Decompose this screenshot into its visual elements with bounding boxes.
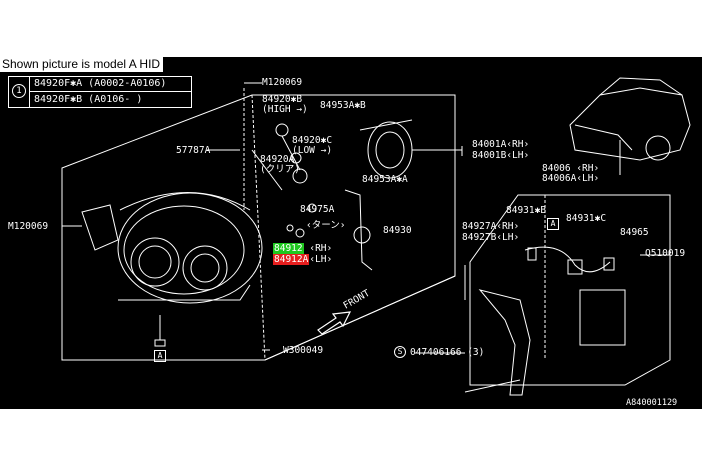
label-84912-rh-code: 84912 — [273, 243, 304, 254]
label-84953a-a: 84953A✱A — [362, 174, 408, 185]
label-84001a: 84001A‹RH› — [472, 139, 530, 150]
bulb-high — [275, 123, 289, 137]
label-w300049: W300049 — [283, 345, 324, 356]
label-84920a: 84920A — [260, 154, 295, 165]
label-84927a: 84927A‹RH› — [462, 221, 520, 232]
label-84006: 84006 ‹RH› — [542, 163, 600, 174]
bulb-cover — [367, 121, 413, 179]
label-84001b: 84001B‹LH› — [472, 150, 530, 161]
label-84920b-note: (HIGH →) — [262, 104, 308, 115]
label-84975a: 84975A — [300, 204, 335, 215]
screw-symbol-s: S — [394, 346, 406, 358]
label-84912-rh-side: ‹RH› — [309, 243, 333, 254]
diagram-canvas — [0, 57, 702, 409]
mount-plate — [478, 289, 531, 396]
mount-bracket — [81, 204, 119, 251]
reference-a-right: A — [547, 218, 559, 230]
label-57787a: 57787A — [176, 145, 211, 156]
label-84953a-b: 84953A✱B — [320, 100, 366, 111]
label-q510019: Q510019 — [645, 248, 686, 259]
variant-index-cell: 1 — [9, 77, 30, 107]
label-m120069-left: M120069 — [8, 221, 49, 232]
label-047406166: 047406166 (3) — [410, 347, 485, 358]
variant-row-2: 84920F✱B (A0106- ) — [34, 94, 143, 105]
drawing-number: A840001129 — [626, 398, 678, 408]
label-84920b: 84920✱B — [262, 94, 303, 105]
label-84931c: 84931✱C — [566, 213, 607, 224]
label-84927b: 84927B‹LH› — [462, 232, 520, 243]
variant-table: 1 84920F✱A (A0002-A0106) 84920F✱B (A0106… — [8, 76, 192, 108]
variant-row-1: 84920F✱A (A0002-A0106) — [30, 77, 191, 92]
label-84965: 84965 — [620, 227, 649, 238]
leveling-rod — [344, 189, 373, 271]
diagram-linework — [61, 77, 691, 396]
label-84931b: 84931✱B — [506, 205, 547, 216]
reference-a-left: A — [154, 350, 166, 362]
label-84920a-note: (クリア) — [260, 164, 300, 175]
label-84912-rh: 84912 ‹RH› — [273, 243, 333, 254]
label-84912a-lh: 84912A‹LH› — [273, 254, 333, 265]
label-84920c-note: (LOW →) — [292, 145, 333, 156]
label-84920c: 84920✱C — [292, 135, 333, 146]
vehicle-silhouette — [569, 87, 691, 161]
label-84912a-lh-side: ‹LH› — [309, 254, 333, 265]
label-84006a: 84006A‹LH› — [542, 173, 600, 184]
label-turn-note: ‹ターン› — [306, 220, 346, 231]
front-arrow — [317, 311, 352, 335]
variant-index: 1 — [12, 84, 26, 98]
label-84930: 84930 — [383, 225, 412, 236]
label-84912a-lh-code: 84912A — [273, 254, 310, 265]
ballast-assembly-outline — [469, 194, 671, 386]
label-m120069-top: M120069 — [262, 77, 303, 88]
ballast-unit — [579, 289, 626, 346]
headlamp-housing — [117, 192, 263, 304]
model-caption: Shown picture is model A HID — [0, 57, 165, 73]
